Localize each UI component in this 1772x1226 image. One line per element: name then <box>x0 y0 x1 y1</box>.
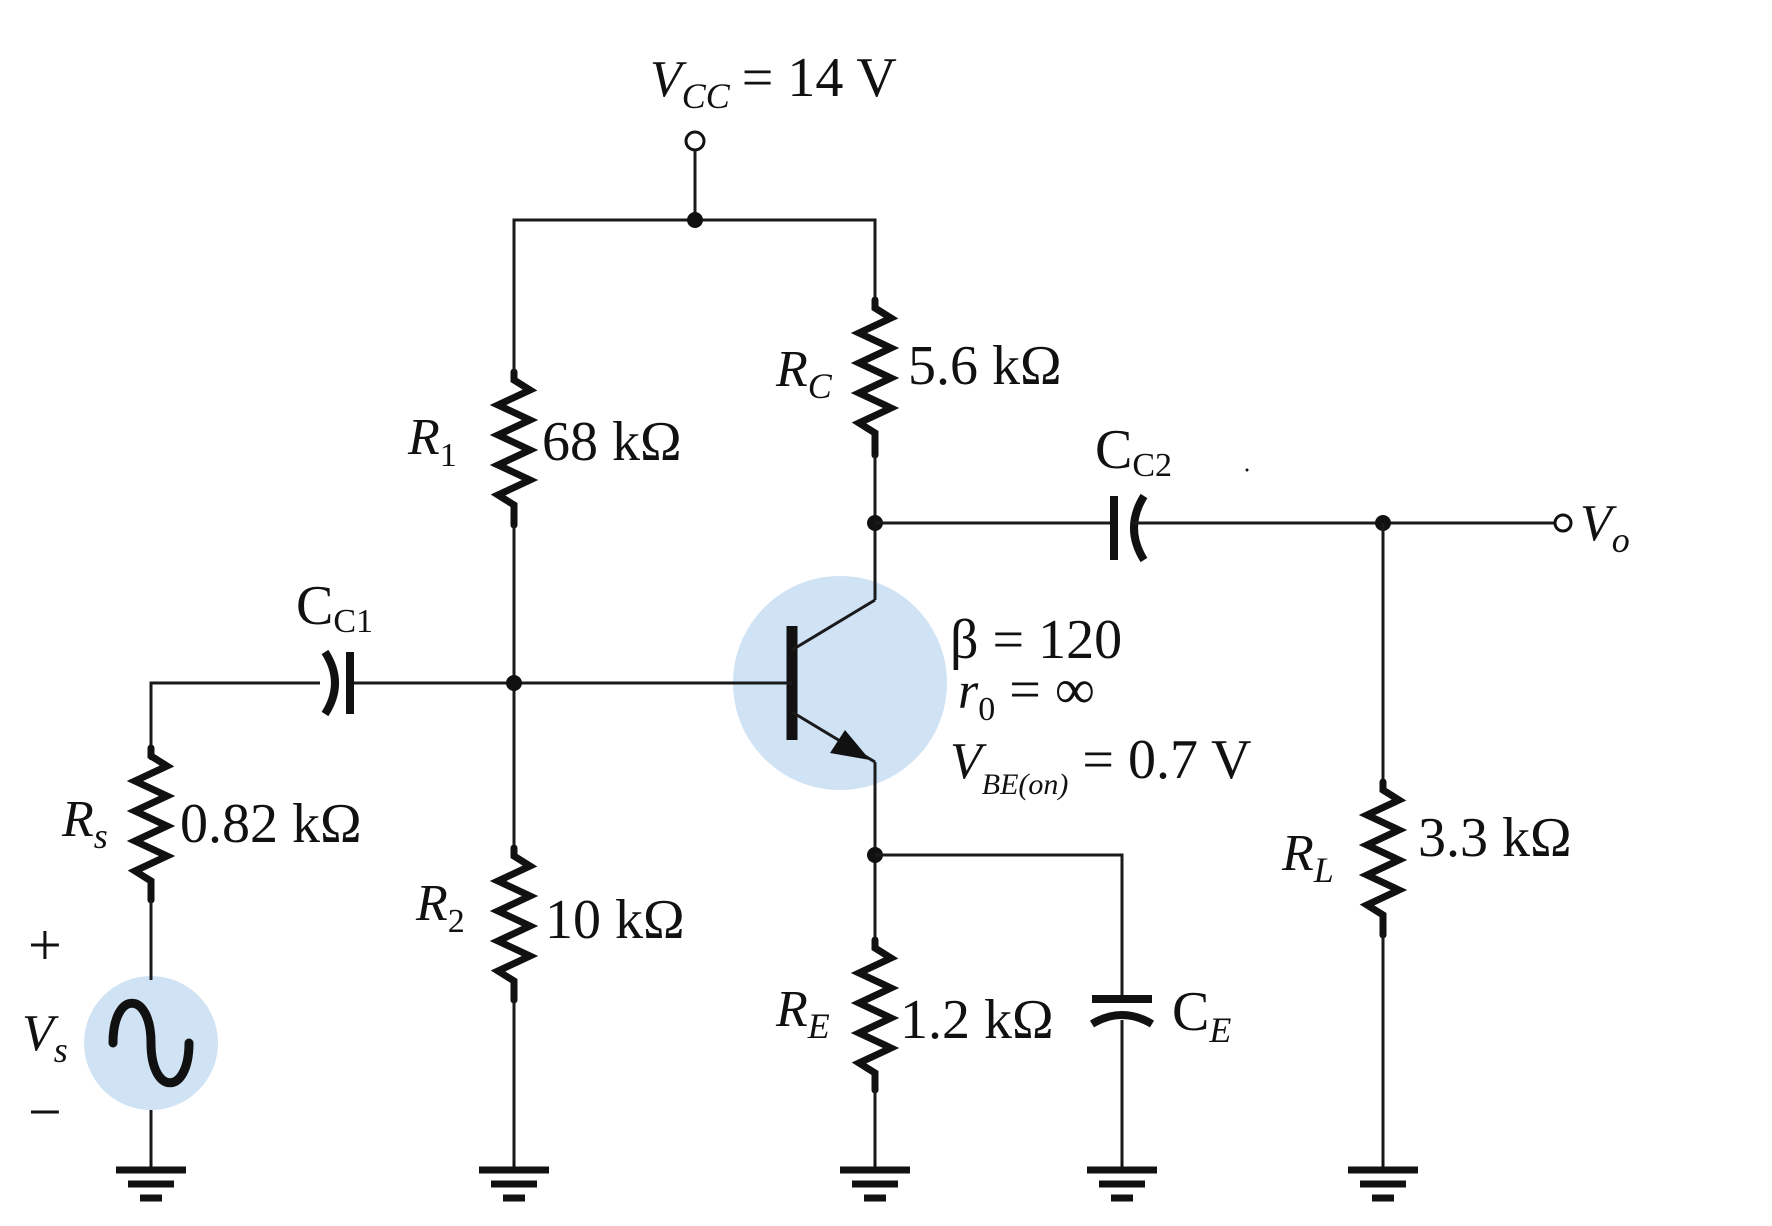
r2-resistor <box>489 844 539 1004</box>
vbe-label: VBE(on)= 0.7 V <box>950 729 1251 801</box>
ce-plate-curved <box>1089 1011 1155 1028</box>
re-value: 1.2 kΩ <box>900 989 1054 1051</box>
rc-resistor <box>850 296 900 459</box>
rl-resistor <box>1358 778 1408 939</box>
ground-icon <box>840 1160 910 1202</box>
stray-mark <box>1245 468 1249 472</box>
junction-base <box>506 675 522 691</box>
rl-value: 3.3 kΩ <box>1418 807 1572 869</box>
vcc-label: VCC= 14 V <box>650 47 897 116</box>
vo-terminal <box>1553 513 1573 533</box>
rs-value: 0.82 kΩ <box>180 793 362 855</box>
ground-icon <box>1348 1160 1418 1202</box>
cc1-plate-curved <box>321 649 339 717</box>
rs-label: Rs <box>61 791 108 856</box>
r1-label: R1 <box>407 409 457 474</box>
ground-icon <box>479 1160 549 1202</box>
sine-icon <box>108 998 194 1088</box>
r1-value: 68 kΩ <box>542 411 682 473</box>
junction-vcc <box>687 212 703 228</box>
vcc-terminal <box>684 130 706 152</box>
re-resistor <box>850 936 900 1094</box>
vo-label: Vo <box>1580 495 1630 560</box>
rc-value: 5.6 kΩ <box>908 335 1062 397</box>
re-label: RE <box>775 981 830 1046</box>
source-plus: + <box>28 912 62 978</box>
ground-icon <box>116 1160 186 1202</box>
ro-label: r0= ∞ <box>958 659 1095 728</box>
rc-label: RC <box>775 341 833 406</box>
cc2-plate-curved <box>1130 493 1148 563</box>
rs-to-cc1-wire <box>149 681 320 760</box>
r2-value: 10 kΩ <box>545 889 685 951</box>
r1-resistor <box>489 368 539 529</box>
transistor-collector-lead <box>791 598 876 652</box>
beta-label: β = 120 <box>950 609 1122 671</box>
cc1-label: CC1 <box>296 575 373 640</box>
cc2-label: CC2 <box>1095 419 1172 484</box>
rl-label: RL <box>1281 825 1334 890</box>
emitter-arrow <box>830 730 870 760</box>
ground-icon <box>1087 1160 1157 1202</box>
source-minus: − <box>28 1079 62 1145</box>
emitter-to-ce-wire <box>875 853 1124 995</box>
vs-label: Vs <box>22 1005 68 1070</box>
ce-label: CE <box>1172 981 1231 1050</box>
r2-label: R2 <box>415 875 465 940</box>
top-rail <box>512 218 877 300</box>
rs-resistor <box>126 744 176 904</box>
